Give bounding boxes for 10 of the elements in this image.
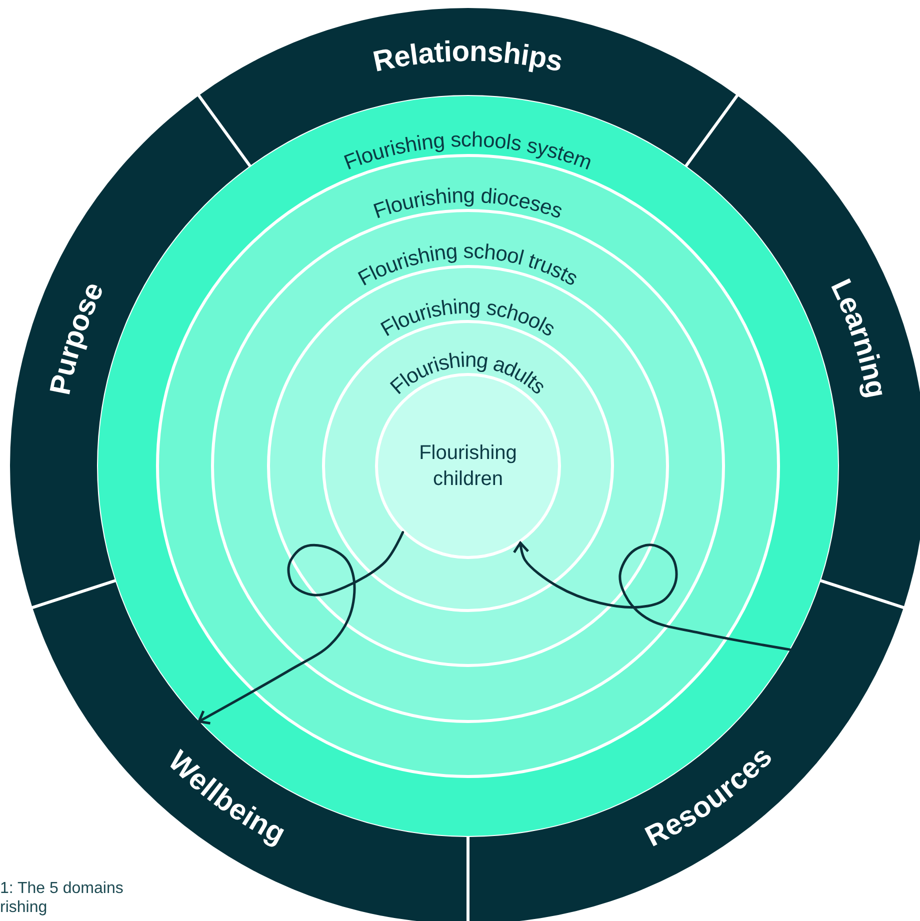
ring-label: Flourishing dioceses (370, 184, 566, 223)
domain-segment (10, 96, 249, 606)
domain-segment (470, 582, 904, 921)
center-label: Flourishing children (418, 441, 518, 492)
domain-label: Relationships (370, 36, 566, 78)
curly-arrow (198, 531, 404, 724)
ring-label: Flourishing schools system (340, 128, 596, 174)
caption: 1: The 5 domains rishing (0, 879, 124, 917)
curly-arrow (512, 542, 792, 651)
domain-segment (687, 96, 920, 606)
